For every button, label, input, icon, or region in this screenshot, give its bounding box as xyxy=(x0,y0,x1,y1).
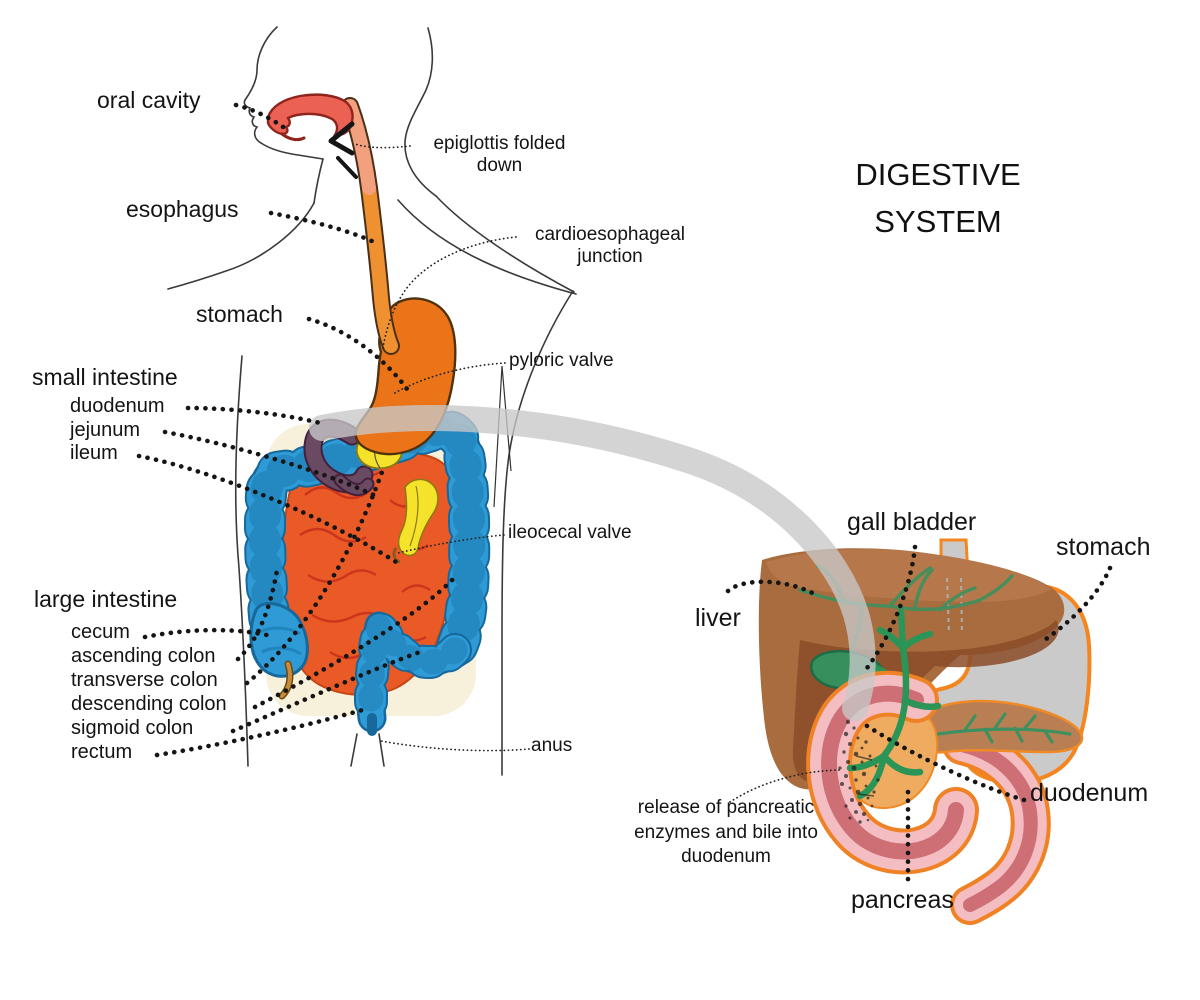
pancreatic-duct-graphic xyxy=(936,712,1072,744)
label-ileocecal-valve: ileocecal valve xyxy=(508,522,632,543)
label-oral-cavity: oral cavity xyxy=(97,87,201,113)
page-title: DIGESTIVE SYSTEM xyxy=(855,157,1021,239)
cecum-graphic xyxy=(249,602,309,700)
label-enzyme-release-annotation: release of pancreatic enzymes and bile i… xyxy=(634,797,818,868)
label-cecum: cecum xyxy=(71,621,130,643)
esophagus-graphic xyxy=(341,97,400,355)
label-ascending-colon: ascending colon xyxy=(71,645,216,667)
label-esophagus: esophagus xyxy=(126,196,239,222)
pancreas-tail-graphic xyxy=(917,699,1084,754)
epiglottis-graphic xyxy=(328,121,358,179)
label-stomach-overview: stomach xyxy=(196,301,283,327)
label-transverse-colon: transverse colon xyxy=(71,669,218,691)
enzyme-release-graphic xyxy=(838,720,880,824)
label-epiglottis: epiglottis folded down xyxy=(433,133,566,177)
label-sigmoid-colon: sigmoid colon xyxy=(71,717,194,739)
label-liver: liver xyxy=(695,604,741,632)
oral-cavity-graphic xyxy=(266,93,354,142)
leader-lines xyxy=(136,102,1113,887)
label-jejunum: jejunum xyxy=(70,419,141,441)
label-gall-bladder: gall bladder xyxy=(847,508,977,536)
duodenum-limb-graphic xyxy=(942,725,1051,925)
label-pyloric-valve: pyloric valve xyxy=(509,350,614,371)
label-anus: anus xyxy=(531,735,573,756)
ileum-highlight-graphic xyxy=(392,478,439,564)
label-descending-colon: descending colon xyxy=(71,693,227,715)
label-cardioesophageal-junction: cardioesophageal junction xyxy=(534,224,685,268)
bile-duct-graphic xyxy=(846,608,942,800)
zoom-band xyxy=(309,405,876,721)
label-small-intestine: small intestine xyxy=(32,364,178,390)
label-duodenum-detail: duodenum xyxy=(1030,779,1149,807)
label-stomach-detail: stomach xyxy=(1056,533,1151,561)
label-ileum: ileum xyxy=(70,442,118,464)
label-duodenum-overview: duodenum xyxy=(70,395,165,417)
label-pancreas: pancreas xyxy=(851,886,954,914)
label-large-intestine: large intestine xyxy=(34,586,178,612)
label-rectum: rectum xyxy=(71,741,133,763)
body-outline xyxy=(167,26,577,776)
